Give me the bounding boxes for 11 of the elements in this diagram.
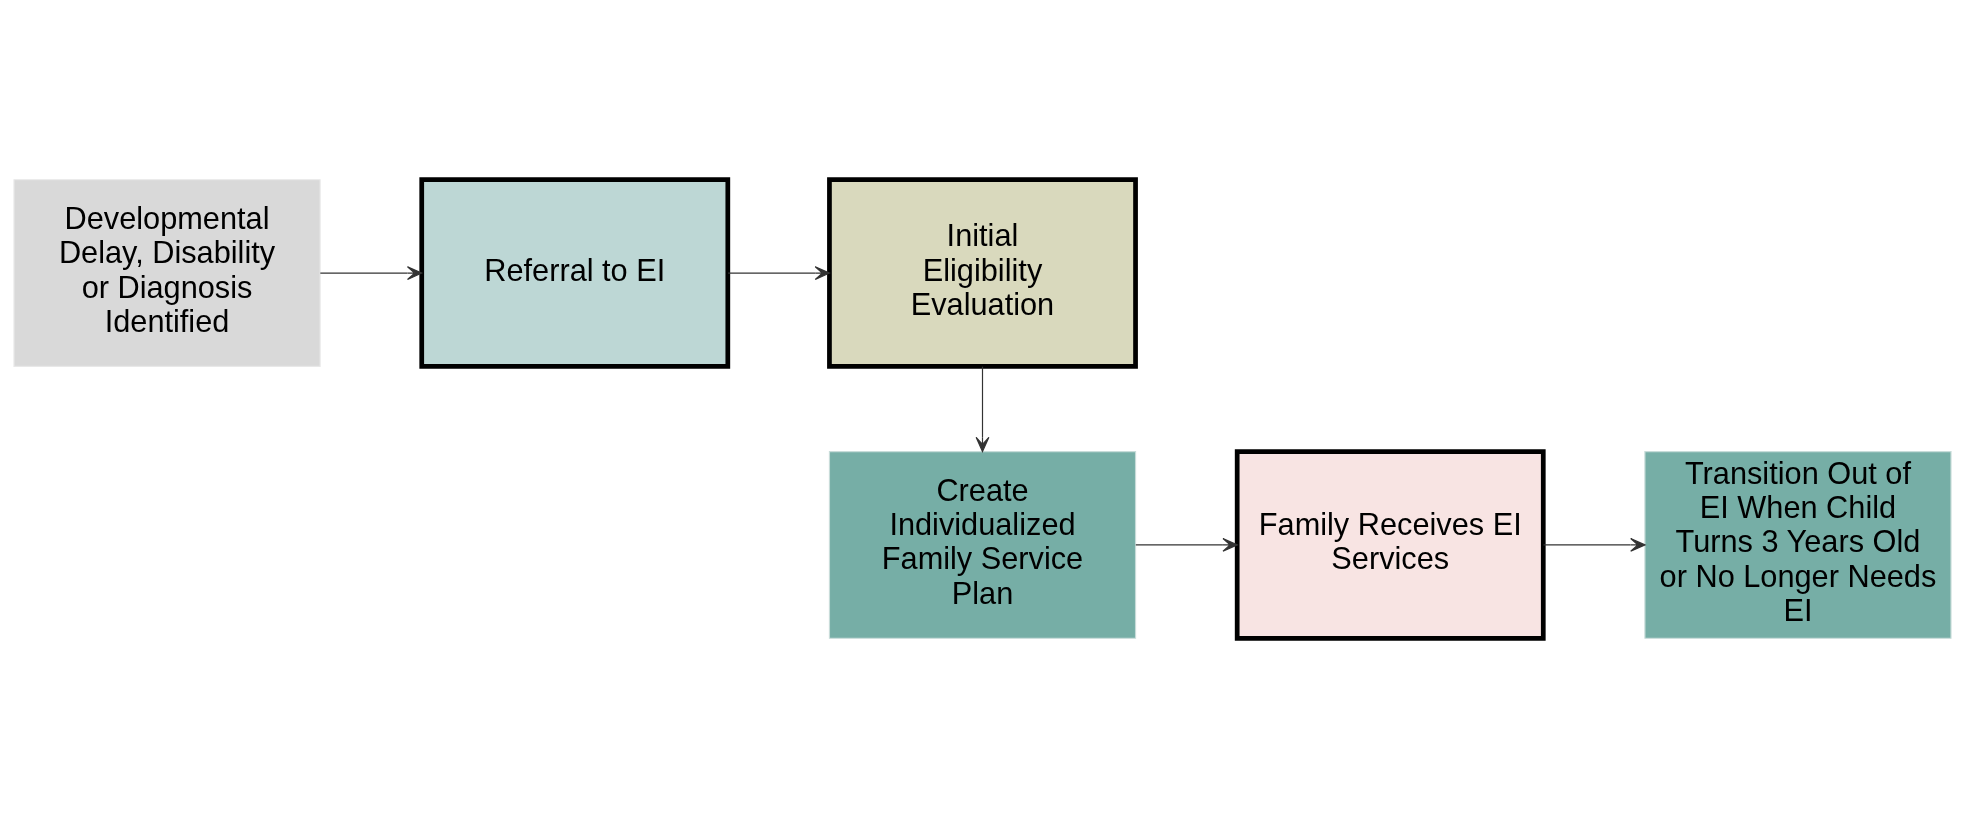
arrow [727, 265, 831, 280]
arrow [975, 365, 990, 452]
arrow [319, 265, 423, 280]
arrow [1542, 537, 1646, 552]
arrow [1135, 537, 1238, 552]
node-box: Initial Eligibility Evaluation [827, 176, 1138, 369]
node-box: Developmental Delay, Disability or Diagnosis Identified [13, 178, 321, 367]
node-box: Create Individualized Family Service Plan [828, 450, 1137, 639]
node-box: Transition Out of EI When Child Turns 3 Years Old or No Longer Needs EI [1644, 450, 1952, 639]
node-box: Family Receives EI Services [1234, 448, 1546, 641]
node-box: Referral to EI [419, 176, 731, 369]
